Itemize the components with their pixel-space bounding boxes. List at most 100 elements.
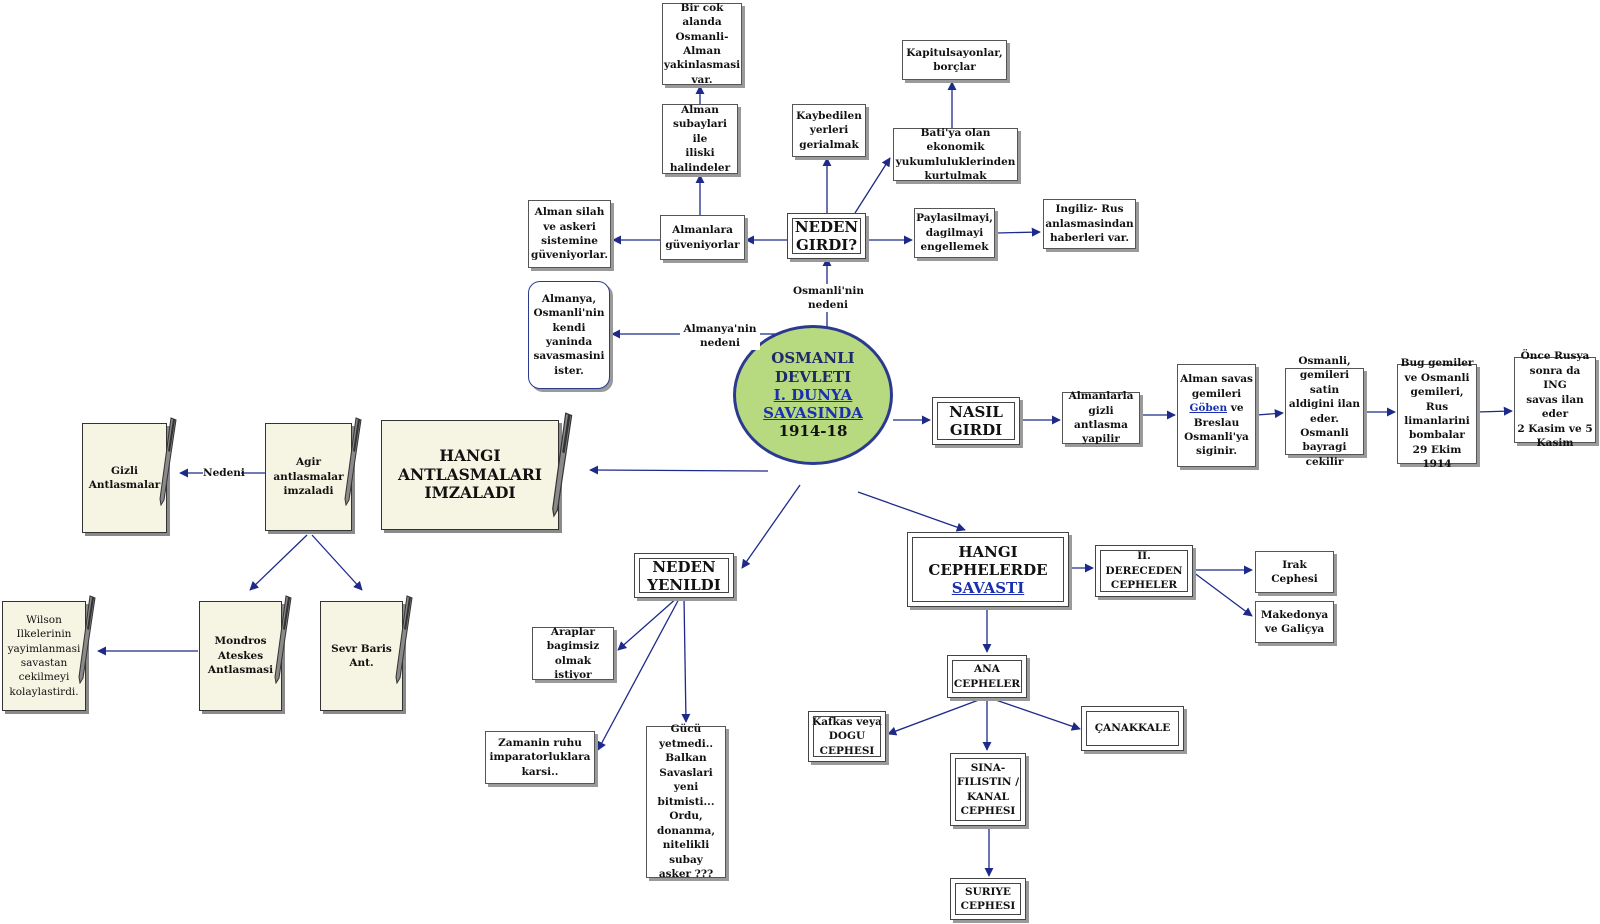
alman-silah-text: Alman silah ve askeri sistemine güveniyo… [530, 206, 609, 262]
mondros-text: Mondros Ateskes Antlasmasi [207, 635, 274, 677]
nasil-girdi-node: NASIL GIRDI [932, 397, 1020, 445]
alman-savas-text-1: Alman savas gemileri [1180, 373, 1253, 400]
nedeni-label: Nedeni [203, 466, 245, 481]
ii-dereceden-node: II. DERECEDEN CEPHELER [1095, 545, 1193, 597]
alman-silah-node: Alman silah ve askeri sistemine güveniyo… [528, 200, 611, 268]
neden-girdi-label: NEDEN GIRDI? [794, 218, 859, 254]
osmanli-gemileri-node: Osmanli, gemileri satin aldigini ilan ed… [1285, 355, 1364, 468]
almanlara-guveniyorlar-text: Almanlara güveniyorlar [665, 224, 740, 251]
edge-agir-sevr [311, 534, 363, 591]
kapitulsayonlar-text: Kapitulsayonlar, borçlar [906, 46, 1003, 73]
gizli-antlasmalar-text: Gizli Antlasmalar [88, 464, 161, 491]
bir-cok-alanda-text: Bir cok alanda Osmanli- Alman yakinlasma… [663, 1, 741, 86]
paylasilmayi-text: Paylasilmayi, dagilmayi engellemek [916, 212, 993, 254]
neden-yenildi-label: NEDEN YENILDI [647, 557, 721, 594]
center-line-2: DEVLETI [774, 367, 852, 386]
makedonya-text: Makedonya ve Galiçya [1260, 608, 1329, 635]
zamanin-ruhu-node: Zamanin ruhu imparatorluklara karsi.. [485, 731, 595, 784]
center-link-1[interactable]: I. DUNYA [773, 385, 853, 404]
edge-center-hangi-antlasma [589, 465, 769, 475]
sina-filistin-text: SINA- FILISTIN / KANAL CEPHESI [956, 761, 1020, 817]
araplar-text: Araplar bagimsiz olmak istiyor [546, 625, 600, 681]
almanlarla-text: Almanlarla gizli antlasma yapilir [1068, 390, 1134, 446]
edge-center-yenildi [741, 484, 801, 569]
edge-yenildi-araplar [617, 596, 679, 651]
makedonya-node: Makedonya ve Galiçya [1255, 601, 1334, 643]
batiya-olan-node: Bati'ya olan ekonomik yukumluluklerinden… [893, 126, 1018, 182]
osmanli-gemileri-text: Osmanli, gemileri satin aldigini ilan ed… [1288, 354, 1361, 468]
edge-agir-mondros [249, 534, 308, 591]
center-node: OSMANLI DEVLETI I. DUNYA SAVASINDA 1914-… [733, 325, 893, 465]
edge-center-cephelerde [857, 491, 966, 532]
almanlara-guveniyorlar-node: Almanlara güveniyorlar [660, 215, 745, 260]
ii-dereceden-text: II. DERECEDEN CEPHELER [1105, 550, 1183, 592]
kapitulsayonlar-node: Kapitulsayonlar, borçlar [902, 40, 1007, 80]
sevr-node: Sevr Baris Ant. [320, 595, 413, 711]
almanya-isteri-text: Almanya, Osmanli'nin kendi yaninda savas… [533, 292, 605, 377]
hangi-cephelerde-label: HANGI CEPHELERDE [928, 542, 1048, 579]
gizli-antlasmalar-node: Gizli Antlasmalar [82, 417, 177, 533]
irak-text: Irak Cephesi [1271, 558, 1318, 585]
zamanin-ruhu-text: Zamanin ruhu imparatorluklara karsi.. [489, 736, 591, 778]
bug-gemiler-node: Bug gemiler ve Osmanli gemileri, Rus lim… [1397, 357, 1477, 470]
paylasilmayi-node: Paylasilmayi, dagilmayi engellemek [914, 208, 995, 258]
kaybedilen-text: Kaybedilen yerleri gerialmak [796, 109, 862, 151]
agir-antlasmalar-node: Agir antlasmalar imzaladi [265, 417, 362, 531]
araplar-node: Araplar bagimsiz olmak istiyor [532, 625, 614, 681]
agir-antlasmalar-text: Agir antlasmalar imzaladi [273, 456, 344, 498]
bir-cok-alanda-node: Bir cok alanda Osmanli- Alman yakinlasma… [662, 1, 742, 86]
edge-ii-makedonya [1192, 571, 1253, 617]
ingiliz-rus-node: Ingiliz- Rus anlasmasindan haberleri var… [1043, 199, 1136, 249]
edge-yenildi-gucu [681, 596, 691, 723]
edge-paylasilmayi-ingiliz [996, 227, 1041, 237]
center-line-1: OSMANLI [771, 349, 855, 368]
kafkas-text: Kafkas veya DOGU CEPHESI [812, 715, 882, 757]
once-rusya-node: Önce Rusya sonra da ING savas ilan eder … [1514, 350, 1596, 449]
almanya-nedeni-label: Almanya'nin nedeni [680, 322, 760, 351]
kafkas-node: Kafkas veya DOGU CEPHESI [808, 711, 886, 762]
bug-gemiler-text: Bug gemiler ve Osmanli gemileri, Rus lim… [1400, 357, 1474, 471]
suriye-node: SURIYE CEPHESI [950, 878, 1026, 920]
osmanli-nedeni-label: Osmanli'nin nedeni [793, 284, 865, 313]
center-link-2[interactable]: SAVASINDA [763, 404, 863, 423]
hangi-antlasmalari-node: HANGI ANTLASMALARI IMZALADI [381, 412, 573, 530]
edge-alman-osmanli [1256, 409, 1284, 419]
ingiliz-rus-text: Ingiliz- Rus anlasmasindan haberleri var… [1045, 203, 1134, 245]
nasil-girdi-label: NASIL GIRDI [949, 403, 1003, 439]
alman-subaylari-text: Alman subaylari ile iliski halindeler [669, 103, 731, 174]
savasti-link[interactable]: SAVASTI [951, 578, 1025, 597]
edge-bug-once [1476, 406, 1513, 416]
kaybedilen-node: Kaybedilen yerleri gerialmak [792, 104, 866, 157]
ana-cepheler-node: ANA CEPHELER [947, 655, 1027, 698]
wilson-text: Wilson Ilkelerinin yayimlanmasi savastan… [7, 613, 81, 698]
almanlarla-node: Almanlarla gizli antlasma yapilir [1062, 390, 1140, 446]
neden-yenildi-node: NEDEN YENILDI [634, 553, 734, 598]
edge-ana-canakkale [989, 697, 1081, 731]
edge-neden-bati [854, 157, 891, 214]
center-years: 1914-18 [778, 422, 848, 441]
once-rusya-text: Önce Rusya sonra da ING savas ilan eder … [1517, 350, 1593, 450]
canakkale-node: ÇANAKKALE [1081, 706, 1184, 751]
edge-yenildi-zamanin [597, 596, 681, 751]
hangi-antlasmalari-label: HANGI ANTLASMALARI IMZALADI [397, 445, 543, 503]
wilson-node: Wilson Ilkelerinin yayimlanmasi savastan… [2, 595, 96, 711]
irak-node: Irak Cephesi [1255, 551, 1334, 593]
alman-subaylari-node: Alman subaylari ile iliski halindeler [662, 104, 738, 174]
neden-girdi-node: NEDEN GIRDI? [787, 213, 866, 259]
ana-cepheler-text: ANA CEPHELER [953, 663, 1021, 690]
mondros-node: Mondros Ateskes Antlasmasi [199, 595, 292, 711]
gucu-yetmedi-node: Gücü yetmedi.. Balkan Savaslari yeni bit… [646, 723, 726, 880]
alman-savas-text-2: ve Breslau Osmanli'ya siginir. [1184, 402, 1249, 458]
suriye-text: SURIYE CEPHESI [960, 885, 1016, 912]
canakkale-text: ÇANAKKALE [1094, 722, 1171, 735]
almanya-isteri-node: Almanya, Osmanli'nin kendi yaninda savas… [528, 281, 610, 389]
sevr-text: Sevr Baris Ant. [331, 642, 392, 669]
goben-link[interactable]: Göben [1189, 402, 1228, 415]
sina-filistin-node: SINA- FILISTIN / KANAL CEPHESI [950, 753, 1026, 826]
edge-ana-kafkas [887, 697, 985, 736]
batiya-olan-text: Bati'ya olan ekonomik yukumluluklerinden… [895, 126, 1016, 182]
gucu-yetmedi-text: Gücü yetmedi.. Balkan Savaslari yeni bit… [657, 723, 715, 881]
